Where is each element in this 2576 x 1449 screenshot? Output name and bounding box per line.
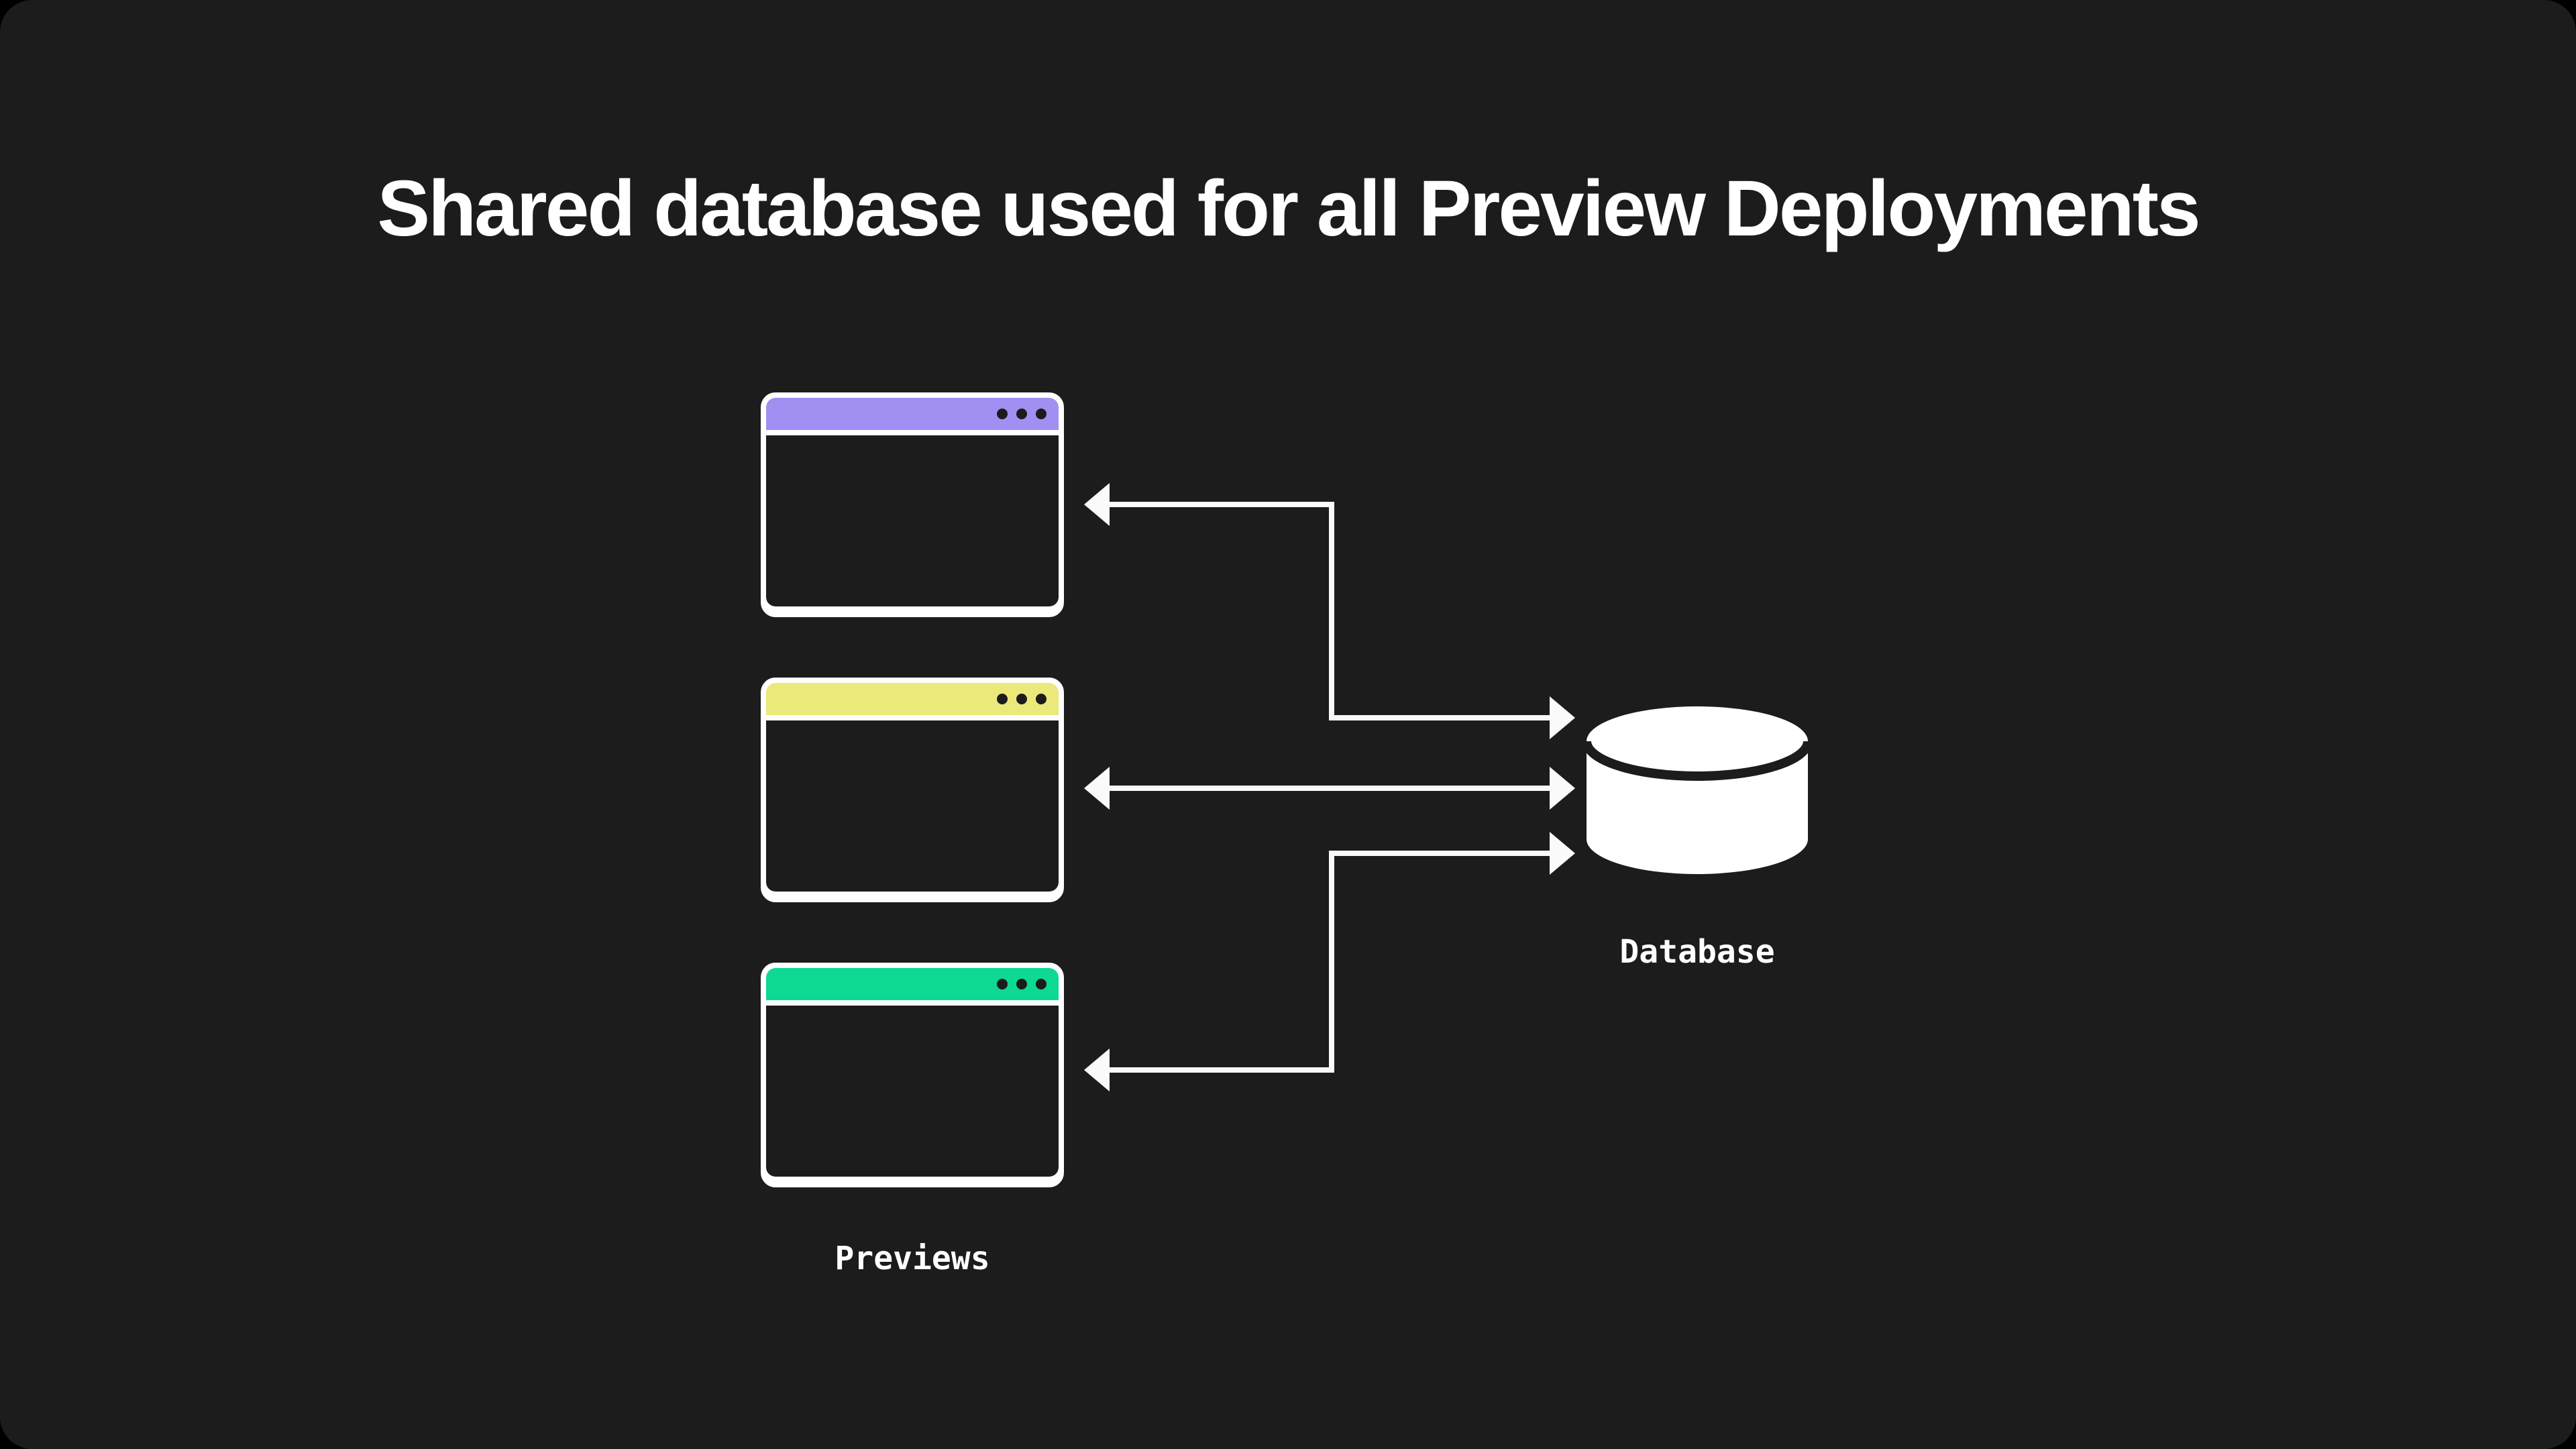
arrowhead-left-icon [1084,767,1110,810]
control-dot-icon [997,694,1008,704]
control-dot-icon [1036,694,1046,704]
arrowhead-left-icon [1084,483,1110,526]
diagram-title: Shared database used for all Preview Dep… [377,164,2200,253]
window-content [766,435,1059,606]
database-label: Database [1619,933,1775,971]
control-dot-icon [1036,979,1046,989]
arrow-preview2-database [1084,767,1575,810]
window-titlebar [766,968,1059,1000]
arrowhead-right-icon [1550,767,1575,810]
control-dot-icon [1016,979,1027,989]
arrow-preview1-database [1084,483,1575,739]
previews-label: Previews [835,1240,990,1277]
database: Database [1583,706,1811,971]
window-control-dots [997,409,1046,419]
arrow-preview3-database [1084,832,1575,1091]
arrowhead-right-icon [1550,696,1575,739]
control-dot-icon [1036,409,1046,419]
window-control-dots [997,694,1046,704]
control-dot-icon [1016,694,1027,704]
database-cylinder-icon [1583,706,1811,874]
window-control-dots [997,979,1046,989]
preview-window-1 [761,392,1064,617]
preview-window-2 [761,678,1064,902]
window-titlebar [766,398,1059,430]
preview-window-3 [761,963,1064,1187]
control-dot-icon [997,409,1008,419]
window-titlebar [766,683,1059,715]
control-dot-icon [997,979,1008,989]
arrowhead-right-icon [1550,832,1575,875]
window-content [766,1006,1059,1177]
control-dot-icon [1016,409,1027,419]
arrowhead-left-icon [1084,1049,1110,1091]
window-content [766,720,1059,892]
